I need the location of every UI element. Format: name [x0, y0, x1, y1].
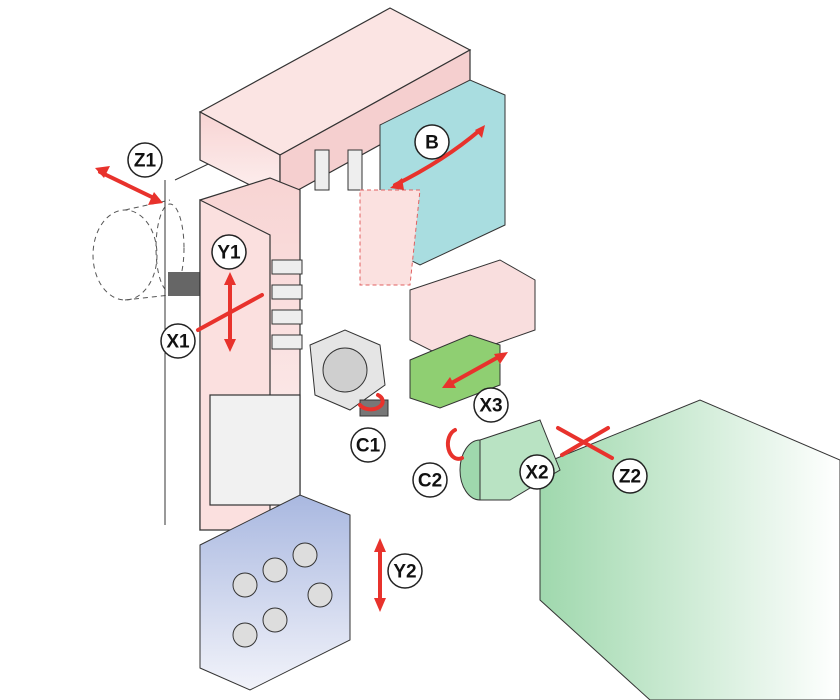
tool-post: [409, 259, 536, 361]
z1-arrow: [98, 170, 160, 202]
axis-label-z1: Z1: [127, 142, 163, 178]
axis-label-text: B: [425, 133, 439, 154]
x1-y1-arrow: [196, 278, 264, 347]
axis-label-text: C2: [418, 471, 442, 492]
axis-label-circle: [612, 458, 648, 494]
axis-label-b: B: [414, 124, 450, 160]
x3-arrow: [446, 353, 504, 387]
b-arrow: [393, 128, 482, 187]
axis-label-x2: X2: [519, 454, 555, 490]
sub-spindle-2: [459, 399, 840, 700]
frame-tools: [271, 149, 363, 350]
gang-frame: [198, 7, 472, 531]
c2-arrow: [445, 428, 464, 461]
axis-label-text: X1: [166, 332, 190, 353]
axis-label-y2: Y2: [387, 553, 423, 589]
axis-label-x1: X1: [160, 323, 196, 359]
b-axis-turret: [359, 79, 506, 286]
axis-label-x3: X3: [473, 387, 509, 423]
c1-arrow: [358, 393, 385, 412]
axis-label-c2: C2: [412, 462, 448, 498]
axis-label-circle: [387, 553, 423, 589]
axis-label-circle: [127, 142, 163, 178]
axis-label-circle: [414, 124, 450, 160]
arrow-heads: [95, 125, 508, 612]
axis-label-circle: [350, 427, 386, 463]
y2-tool-plate: [199, 494, 351, 691]
axis-label-y1: Y1: [211, 234, 247, 270]
axis-label-c1: C1: [350, 427, 386, 463]
axis-label-text: Y2: [393, 562, 416, 583]
sub-chuck: [309, 329, 389, 417]
x3-block: [409, 334, 501, 409]
x2-z2-arrow: [556, 426, 614, 460]
axis-label-text: C1: [356, 436, 381, 457]
axis-label-text: Y1: [217, 243, 241, 264]
axis-label-text: Z2: [619, 467, 641, 488]
axis-label-z2: Z2: [612, 458, 648, 494]
axis-label-circle: [160, 323, 196, 359]
axis-label-circle: [211, 234, 247, 270]
axis-label-text: X3: [479, 396, 502, 417]
axis-label-circle: [519, 454, 555, 490]
axis-label-text: X2: [525, 463, 548, 484]
axis-label-circle: [473, 387, 509, 423]
axis-label-text: Z1: [134, 151, 157, 172]
axis-label-circle: [412, 462, 448, 498]
axis-arrows: [98, 128, 614, 607]
